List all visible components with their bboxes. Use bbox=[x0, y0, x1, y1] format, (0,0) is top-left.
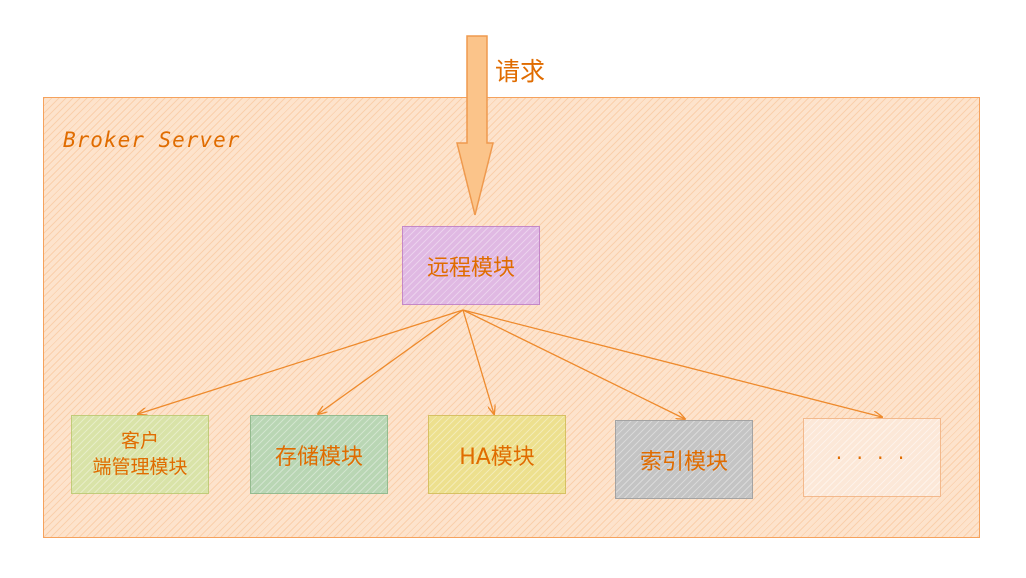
more-modules: · · · · bbox=[803, 418, 941, 497]
client-management-module-line2: 端管理模块 bbox=[92, 455, 188, 478]
ha-module: HA模块 bbox=[428, 415, 566, 494]
client-management-module-line1: 客户 bbox=[120, 429, 159, 452]
edge-to-ha-module bbox=[462, 309, 494, 414]
more-modules-label: · · · · bbox=[835, 445, 909, 470]
edge-to-index-module bbox=[462, 309, 685, 419]
remote-module: 远程模块 bbox=[402, 226, 540, 305]
storage-module-label: 存储模块 bbox=[274, 444, 363, 470]
request-label: 请求 bbox=[495, 57, 546, 86]
index-module: 索引模块 bbox=[615, 420, 753, 499]
index-module-label: 索引模块 bbox=[639, 449, 728, 475]
ha-module-label: HA模块 bbox=[459, 444, 535, 470]
client-management-module: 客户 端管理模块 bbox=[71, 415, 209, 494]
edge-to-client-module bbox=[138, 309, 464, 414]
edge-to-storage-module bbox=[318, 309, 464, 414]
edge-to-more-modules bbox=[462, 309, 882, 417]
storage-module: 存储模块 bbox=[250, 415, 388, 494]
broker-server-label: Broker Server bbox=[63, 128, 241, 152]
remote-module-label: 远程模块 bbox=[426, 255, 515, 281]
request-arrow bbox=[456, 35, 494, 216]
